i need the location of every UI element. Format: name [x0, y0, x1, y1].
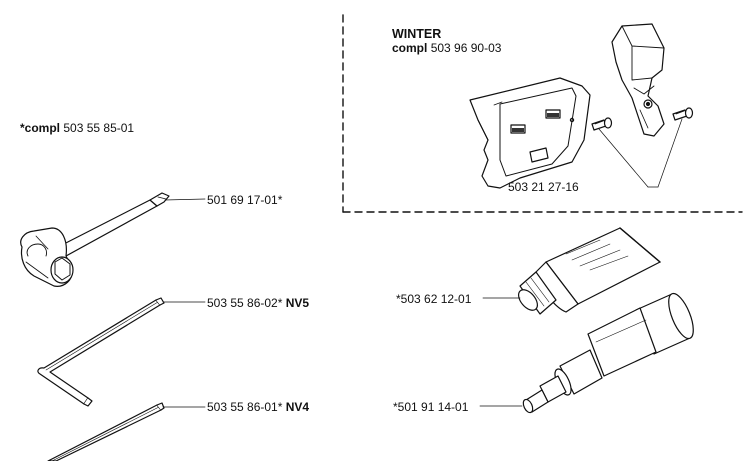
winter-compl-number: 503 96 90-03	[430, 41, 502, 55]
kit-compl-label: *compl	[20, 121, 61, 135]
allen-key-nv4-icon	[47, 402, 165, 461]
grease-tube-part-number: *503 62 12-01	[396, 292, 472, 306]
tool-kit-part-number: *compl 503 55 85-01	[20, 121, 134, 135]
socket-wrench-icon	[20, 192, 170, 287]
leader-line-combination-tool	[164, 198, 206, 201]
hex-key-nv5-part-number: 503 55 86-02* NV5	[207, 296, 309, 310]
kit-compl-number: 503 55 85-01	[63, 121, 135, 135]
screw-icon	[591, 107, 694, 131]
winter-cover-icon	[469, 77, 591, 189]
allen-key-nv5-icon	[37, 297, 165, 407]
hex-key-nv5-number: 503 55 86-02*	[207, 296, 283, 310]
winter-kit-title: WINTER	[392, 27, 442, 41]
winter-bracket-icon	[611, 23, 665, 137]
hex-key-nv5-size: NV5	[285, 296, 310, 310]
winter-compl-label: compl	[392, 41, 428, 55]
combination-tool-part-number: 501 69 17-01*	[207, 193, 283, 207]
screw-part-number: 503 21 27-16	[508, 180, 579, 194]
winter-kit-boundary	[342, 14, 743, 213]
hex-key-nv4-part-number: 503 55 86-01* NV4	[207, 400, 309, 414]
leader-lines-screw	[598, 118, 683, 188]
grease-pump-part-number: *501 91 14-01	[393, 400, 469, 414]
hex-key-nv4-size: NV4	[285, 400, 310, 414]
grease-pump-icon	[522, 292, 694, 414]
grease-tube-icon	[518, 227, 661, 315]
winter-kit-part-number: compl 503 96 90-03	[392, 41, 501, 55]
hex-key-nv4-number: 503 55 86-01*	[207, 400, 283, 414]
